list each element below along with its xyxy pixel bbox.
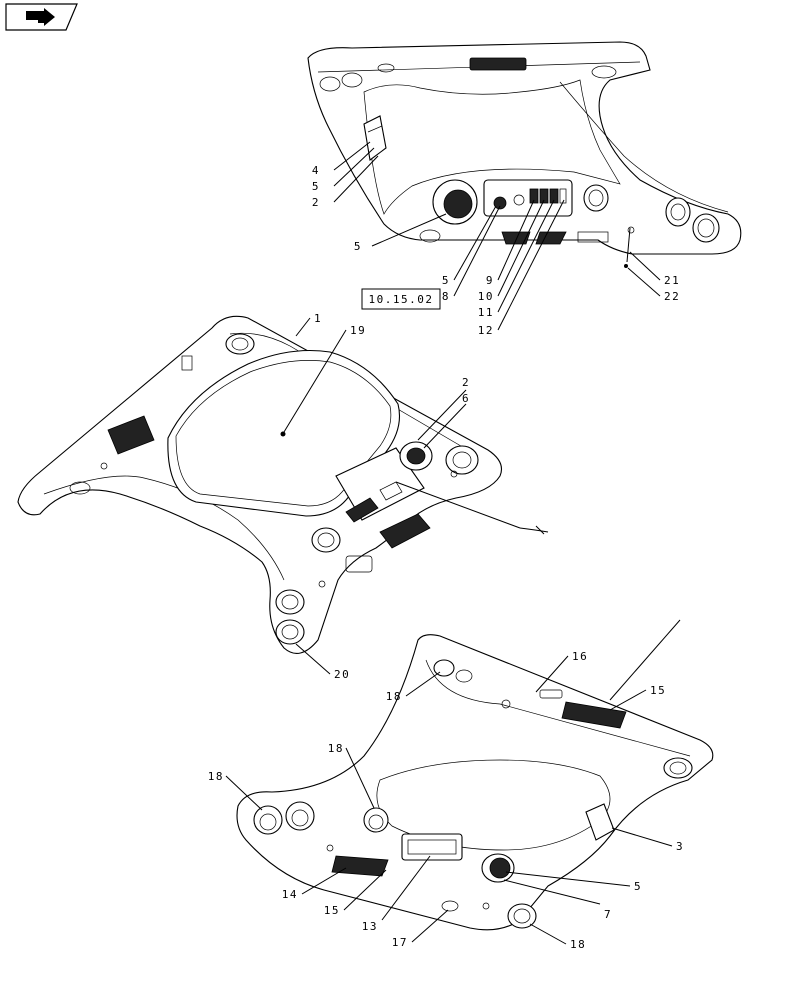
callout-22: 22 xyxy=(664,290,680,303)
callout-5: 5 xyxy=(442,274,450,287)
callout-5: 5 xyxy=(634,880,642,893)
callouts-top: 4 5 2 5 5 8 9 10 11 12 21 22 xyxy=(312,164,680,337)
headliner-top-view xyxy=(307,41,742,268)
callout-10: 10 xyxy=(478,290,494,303)
callout-18: 18 xyxy=(570,938,586,951)
callouts-middle: 1 19 2 6 20 xyxy=(314,312,470,681)
callout-6: 6 xyxy=(462,392,470,405)
callout-5: 5 xyxy=(354,240,362,253)
reference-box[interactable]: 10.15.02 xyxy=(361,288,441,310)
reference-label: 10.15.02 xyxy=(369,293,434,306)
callout-1: 1 xyxy=(314,312,322,325)
callout-4: 4 xyxy=(312,164,320,177)
callout-16: 16 xyxy=(572,650,588,663)
callout-12: 12 xyxy=(478,324,494,337)
callout-18: 18 xyxy=(386,690,402,703)
callout-17: 17 xyxy=(392,936,408,949)
callout-7: 7 xyxy=(604,908,612,921)
callout-18: 18 xyxy=(208,770,224,783)
callout-15: 15 xyxy=(324,904,340,917)
callout-13: 13 xyxy=(362,920,378,933)
headliner-bottom-view xyxy=(236,619,714,931)
callout-11: 11 xyxy=(478,306,494,319)
callout-3: 3 xyxy=(676,840,684,853)
callout-2: 2 xyxy=(312,196,320,209)
callout-19: 19 xyxy=(350,324,366,337)
callouts-bottom: 16 15 18 18 18 3 5 7 14 15 13 17 18 xyxy=(208,650,684,951)
callout-8: 8 xyxy=(442,290,450,303)
callout-5: 5 xyxy=(312,180,320,193)
navigate-icon[interactable] xyxy=(5,3,78,31)
headliner-middle-view xyxy=(17,315,549,654)
callout-15: 15 xyxy=(650,684,666,697)
callout-20: 20 xyxy=(334,668,350,681)
leader-lines xyxy=(225,141,673,945)
callout-21: 21 xyxy=(664,274,680,287)
callout-14: 14 xyxy=(282,888,298,901)
callout-9: 9 xyxy=(486,274,494,287)
callout-2: 2 xyxy=(462,376,470,389)
callout-18: 18 xyxy=(328,742,344,755)
